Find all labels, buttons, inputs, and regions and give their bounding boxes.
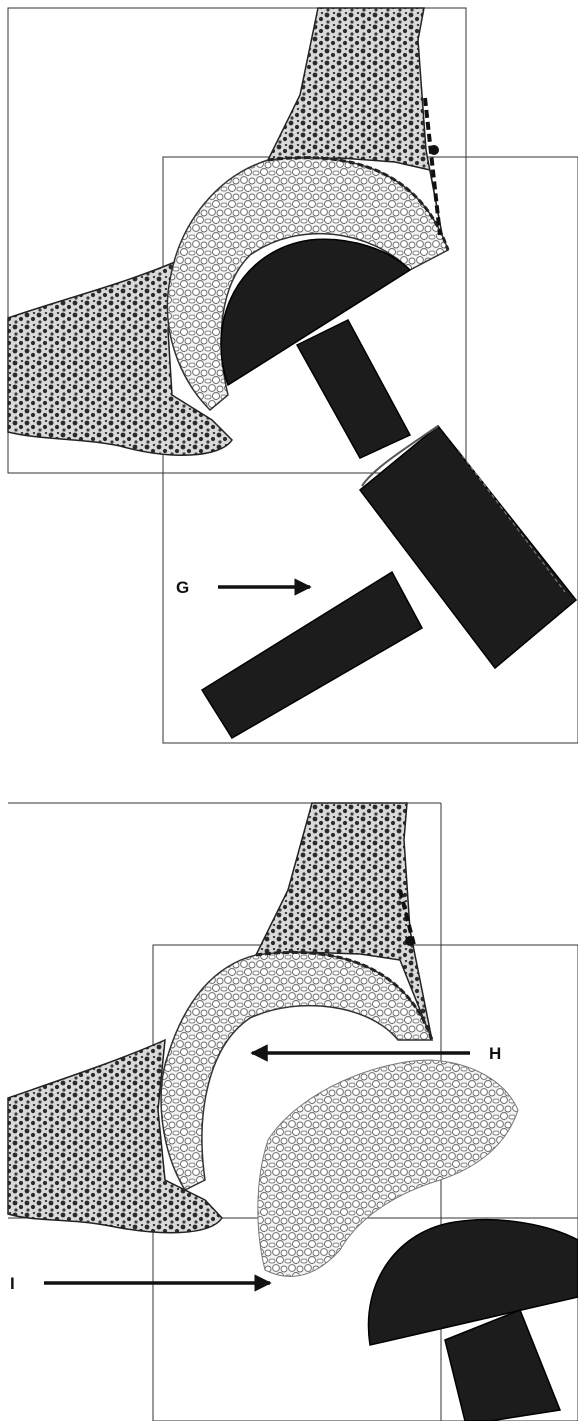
pin-head (429, 145, 439, 155)
prosthesis-stem-bottom (445, 1310, 560, 1421)
mallet-handle (202, 572, 422, 738)
pin-head-bottom (405, 936, 415, 946)
prosthesis-head-bottom (368, 1220, 578, 1345)
top-panel: G (8, 8, 578, 743)
label-g: G (176, 578, 189, 597)
label-h: H (489, 1044, 501, 1063)
bottom-panel: H I (8, 803, 578, 1421)
label-i: I (10, 1274, 15, 1293)
prosthesis-stem (297, 320, 410, 458)
